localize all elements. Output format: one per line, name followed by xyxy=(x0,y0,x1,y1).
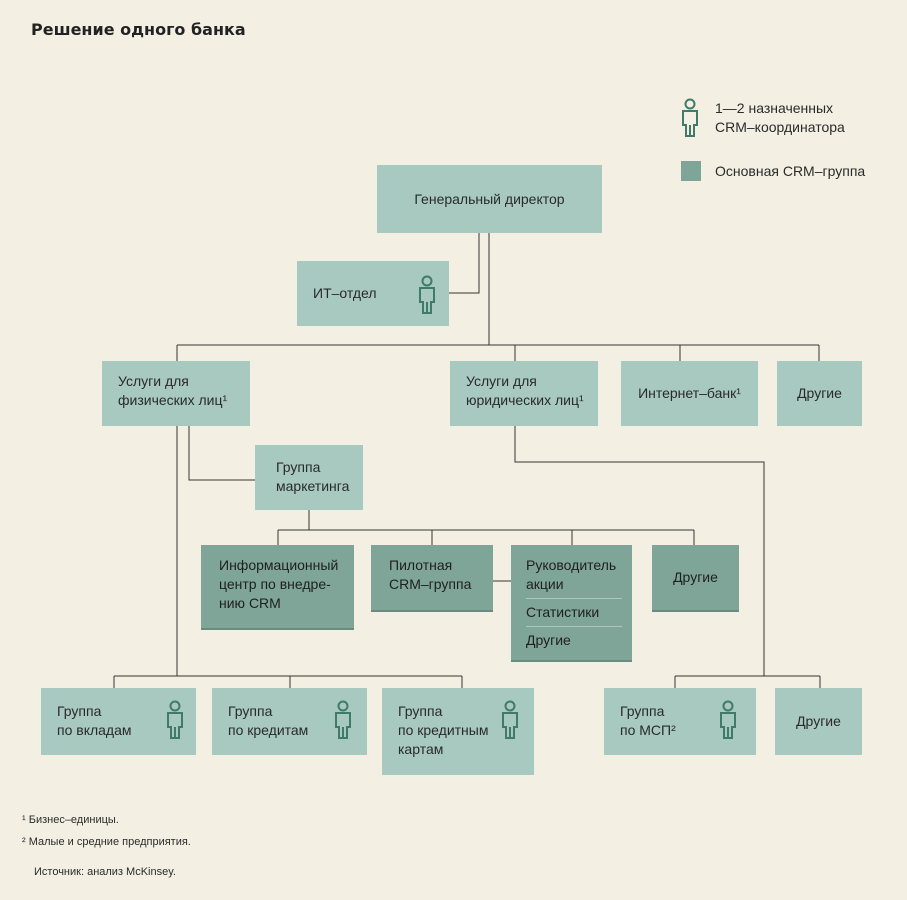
node-other-mid: Другие xyxy=(652,545,739,610)
chart-title: Решение одного банка xyxy=(31,20,246,39)
node-action-group: Руководитель акции Статистики Другие xyxy=(511,545,632,660)
person-icon xyxy=(720,700,736,739)
node-corporate: Услуги для юридических лиц¹ xyxy=(450,361,598,426)
node-other-bottom: Другие xyxy=(775,688,862,755)
node-other-top-label: Другие xyxy=(797,385,842,401)
person-icon xyxy=(167,700,183,739)
node-ceo-label: Генеральный директор xyxy=(414,190,565,207)
divider xyxy=(526,598,622,599)
node-info-center: Информационный центр по внедре- нию CRM xyxy=(201,545,354,628)
node-ceo: Генеральный директор xyxy=(377,165,602,233)
footnote-1: ¹ Бизнес–единицы. xyxy=(22,814,119,826)
node-sme-label: Группа по МСП² xyxy=(620,703,676,738)
line-corporate-down xyxy=(514,426,765,676)
divider xyxy=(526,626,622,627)
legend-coordinator-label: 1—2 назначенных CRM–координатора xyxy=(715,100,845,135)
node-other-bottom-label: Другие xyxy=(796,713,841,729)
footnote-2: ² Малые и средние предприятия. xyxy=(22,836,191,848)
node-cards-label: Группа по кредитным картам xyxy=(398,703,489,757)
node-it-label: ИТ–отдел xyxy=(313,285,377,301)
node-info-center-label: Информационный центр по внедре- нию CRM xyxy=(219,557,339,611)
node-statistics-label: Статистики xyxy=(526,604,600,620)
node-deposits-label: Группа по вкладам xyxy=(57,703,132,738)
node-internet-bank-label: Интернет–банк¹ xyxy=(638,385,741,401)
node-pilot-label: Пилотная CRM–группа xyxy=(389,557,472,592)
node-credits: Группа по кредитам xyxy=(212,688,367,755)
node-it: ИТ–отдел xyxy=(297,261,449,326)
node-other-mid-label: Другие xyxy=(673,569,718,585)
node-corporate-label: Услуги для юридических лиц¹ xyxy=(466,373,584,408)
node-internet-bank: Интернет–банк¹ xyxy=(621,361,758,426)
node-action-head-label: Руководитель акции xyxy=(526,557,617,592)
node-credits-label: Группа по кредитам xyxy=(228,703,309,738)
node-marketing: Группа маркетинга xyxy=(255,445,363,510)
line-ceo-it xyxy=(449,233,480,294)
person-icon xyxy=(335,700,351,739)
node-other-sub-label: Другие xyxy=(526,632,571,648)
node-marketing-label: Группа маркетинга xyxy=(276,459,350,494)
legend-core-label: Основная CRM–группа xyxy=(715,163,866,179)
legend-core-swatch xyxy=(681,161,701,181)
node-other-top: Другие xyxy=(777,361,862,426)
source-note: Источник: анализ McKinsey. xyxy=(34,866,176,878)
person-icon xyxy=(682,98,698,137)
node-deposits: Группа по вкладам xyxy=(41,688,196,755)
line-retail-marketing xyxy=(188,426,255,481)
node-sme: Группа по МСП² xyxy=(604,688,756,755)
node-pilot: Пилотная CRM–группа xyxy=(371,545,493,610)
node-retail: Услуги для физических лиц¹ xyxy=(102,361,250,426)
person-icon xyxy=(502,700,518,739)
person-icon xyxy=(419,275,435,314)
node-retail-label: Услуги для физических лиц¹ xyxy=(118,373,228,408)
